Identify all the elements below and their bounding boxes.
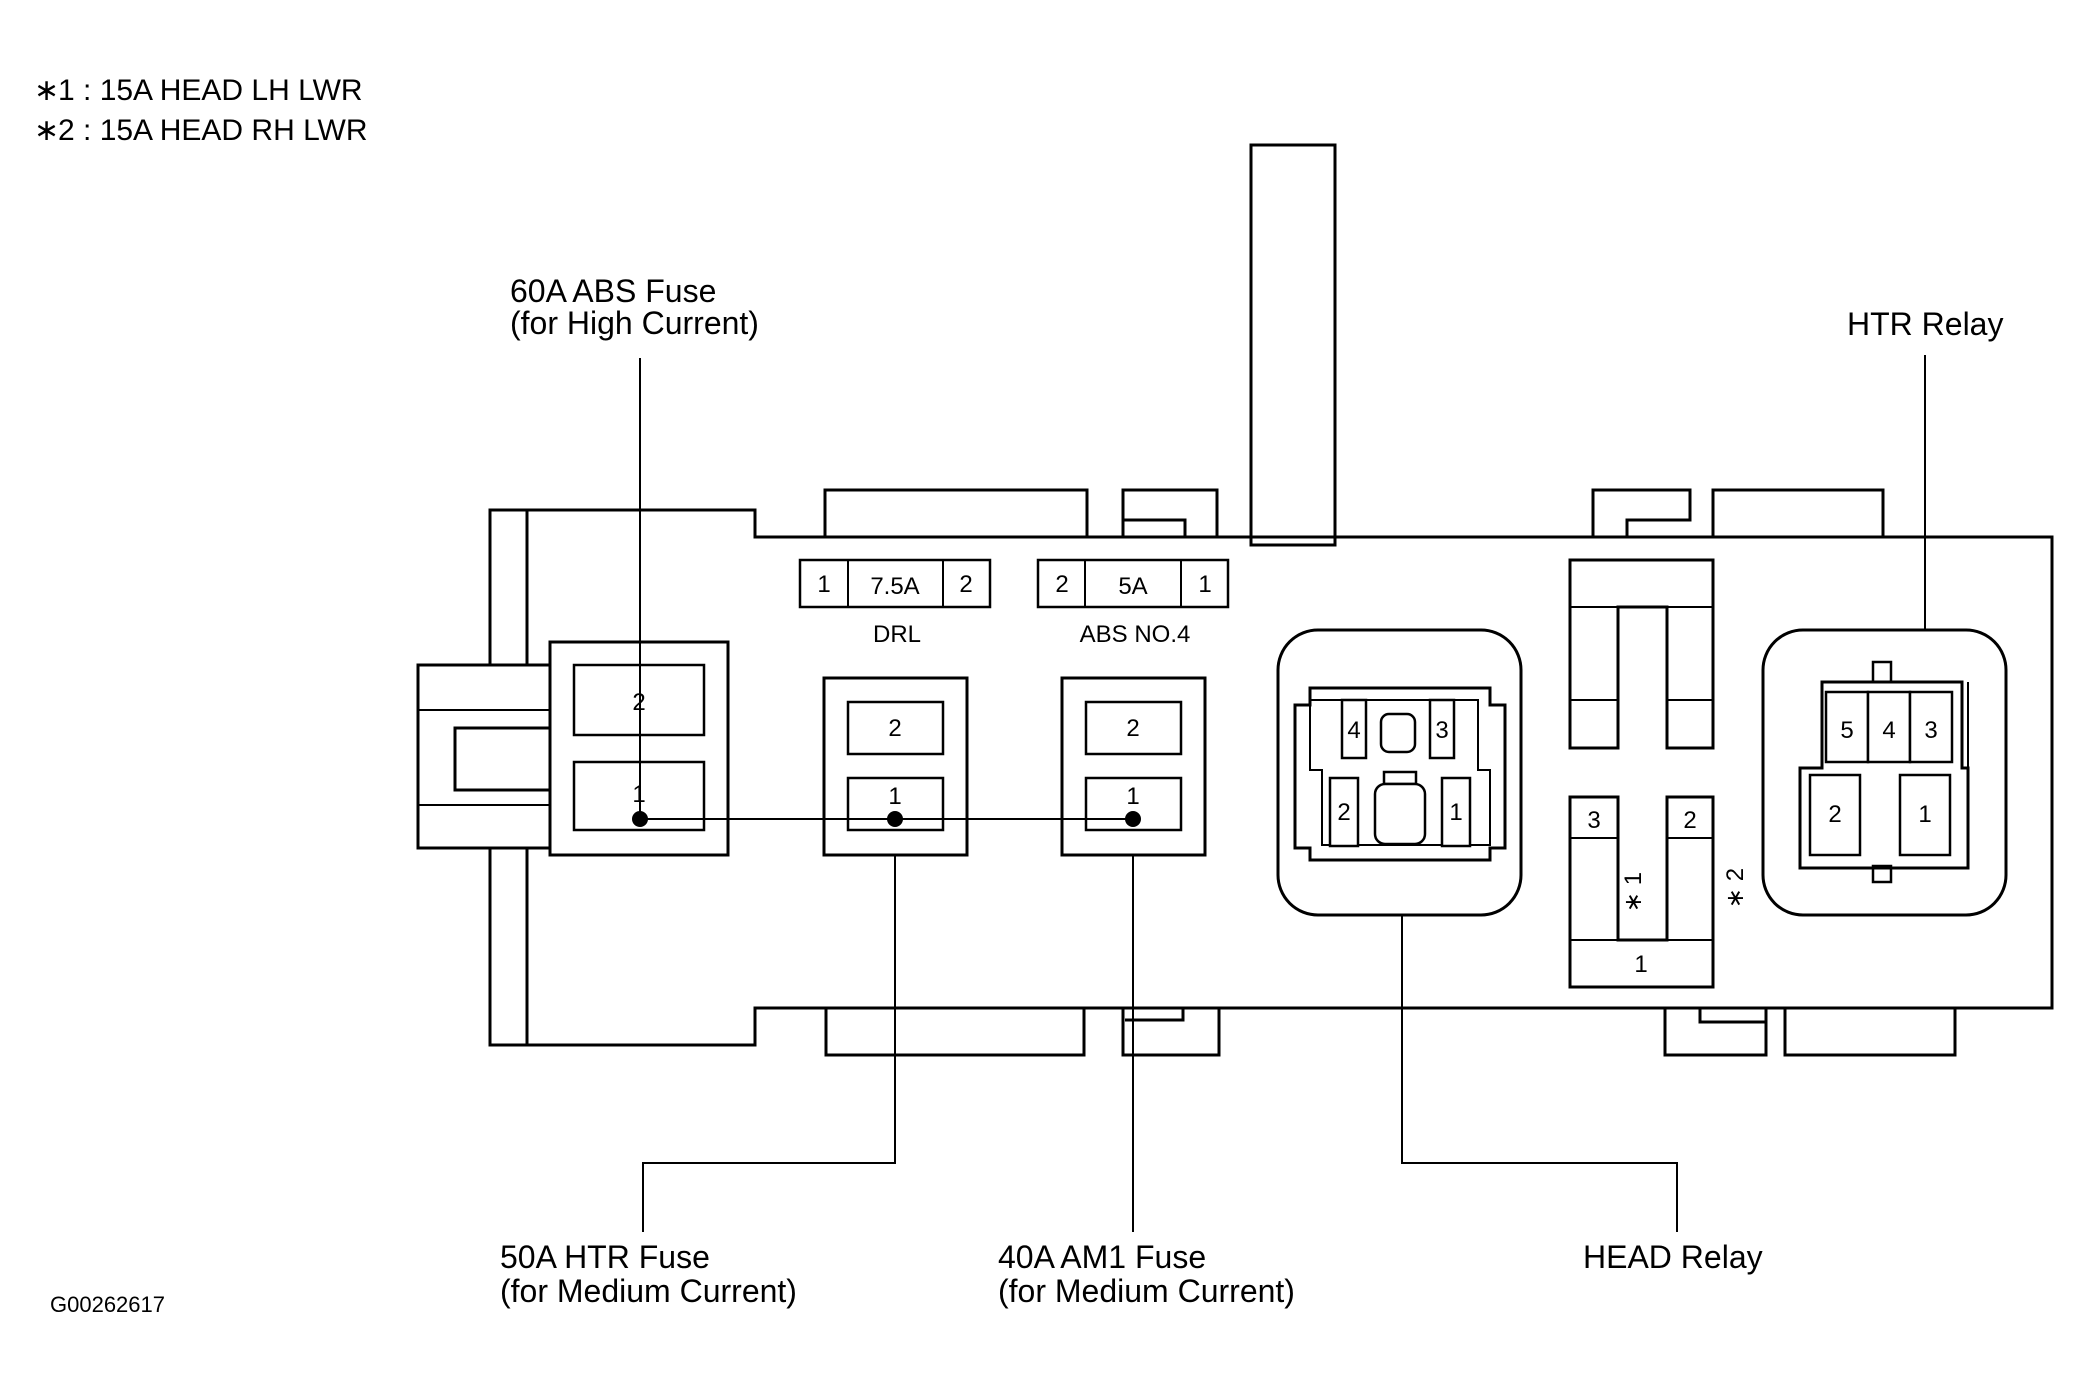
htr-relay: 5 4 3 2 1 [1761, 628, 2008, 917]
head-relay-pin3: 3 [1435, 717, 1448, 744]
abs-no4-rating: 5A [1118, 573, 1147, 600]
top-tab-3 [1591, 488, 1692, 537]
head-relay-latch [1382, 770, 1418, 786]
figure-code: G00262617 [50, 1292, 165, 1317]
bottom-tab-2 [1121, 1008, 1221, 1057]
htr-relay-pin4-box [1866, 690, 1912, 764]
htr-relay-label: HTR Relay [1847, 306, 2003, 342]
abs-no4-label: ABS NO.4 [1080, 621, 1191, 648]
bottom-tab-1 [824, 1006, 1086, 1057]
center-fuse-pin2: 2 [1683, 807, 1696, 834]
head-relay-pin1: 1 [1449, 799, 1462, 826]
drl-pin-left: 1 [817, 571, 830, 598]
am1-fuse-sublabel: (for Medium Current) [998, 1273, 1295, 1309]
center-fuse-upper [1568, 558, 1715, 750]
center-fuse-lower [1568, 795, 1715, 989]
htr-fuse-label: 50A HTR Fuse [500, 1239, 710, 1275]
head-relay-socket [1293, 686, 1507, 862]
abs-no4-body [1036, 558, 1230, 609]
center-fuse-star1: ∗ 1 [1620, 872, 1647, 912]
htr-fuse-pin2: 2 [888, 715, 901, 742]
htr-relay-pin3-box [1908, 690, 1954, 764]
top-tab-4 [1711, 488, 1885, 539]
htr-relay-pin1-box [1898, 773, 1952, 857]
notes: ∗ 1 : 15A HEAD LH LWR ∗ 2 : 15A HEAD RH … [34, 74, 368, 147]
abs-fuse-sublabel: (for High Current) [510, 305, 759, 341]
am1-fuse-label: 40A AM1 Fuse [998, 1239, 1206, 1275]
htr-relay-pin4: 4 [1882, 717, 1895, 744]
head-relay-pin2-box [1328, 776, 1360, 848]
head-relay-center-pin [1373, 782, 1427, 846]
note-2: 2 : 15A HEAD RH LWR [58, 114, 368, 147]
htr-fuse-point [887, 811, 903, 827]
htr-fuse-pin2-box [846, 700, 945, 756]
block-housing [416, 143, 2054, 1057]
note-marker-1: ∗ [34, 74, 59, 107]
callouts: 60A ABS Fuse (for High Current) HTR Rela… [500, 273, 2003, 1309]
head-relay-pin4-box [1340, 698, 1368, 760]
abs-no4-fuse: 2 5A 1 ABS NO.4 [1036, 558, 1230, 648]
am1-fuse-slot: 2 1 [1060, 676, 1207, 857]
am1-fuse-pin1: 1 [1126, 783, 1139, 810]
drl-rating: 7.5A [870, 573, 919, 600]
head-relay-pin2: 2 [1337, 799, 1350, 826]
head-relay-center-key [1379, 712, 1417, 754]
abs-fuse-label: 60A ABS Fuse [510, 273, 716, 309]
drl-fuse: 1 7.5A 2 DRL [798, 558, 992, 648]
htr-relay-top-key [1871, 660, 1893, 684]
left-clip-slot [453, 726, 554, 792]
htr-relay-pin2-box [1808, 773, 1862, 857]
bottom-tab-3 [1663, 1008, 1768, 1057]
center-fuse-block: 3 2 1 ∗ 1 ∗ 2 [1568, 558, 1749, 989]
note-1: 1 : 15A HEAD LH LWR [58, 74, 363, 107]
am1-fuse-pin2: 2 [1126, 715, 1139, 742]
drl-pin-right: 2 [959, 571, 972, 598]
head-relay-label: HEAD Relay [1583, 1239, 1763, 1275]
am1-fuse-pin2-box [1084, 700, 1183, 756]
drl-label: DRL [873, 621, 921, 648]
center-fuse-star2: ∗ 2 [1722, 868, 1749, 908]
head-relay: 4 3 2 1 [1276, 628, 1523, 917]
bottom-tab-4 [1783, 1006, 1957, 1057]
htr-relay-socket [1798, 680, 1970, 870]
htr-relay-bottom-key [1871, 864, 1893, 884]
htr-relay-pin1: 1 [1918, 801, 1931, 828]
abs-no4-pin-right: 1 [1198, 571, 1211, 598]
head-relay-pin1-box [1440, 776, 1472, 848]
center-fuse-pin3: 3 [1587, 807, 1600, 834]
abs-no4-pin-left: 2 [1055, 571, 1068, 598]
htr-relay-pin3: 3 [1924, 717, 1937, 744]
am1-fuse-point [1125, 811, 1141, 827]
leader-lines [639, 355, 1926, 1232]
htr-relay-pin5: 5 [1840, 717, 1853, 744]
top-tab-2 [1121, 488, 1219, 537]
housing-outline [488, 508, 2054, 1047]
htr-relay-pin2: 2 [1828, 801, 1841, 828]
htr-fuse-pin1: 1 [888, 783, 901, 810]
head-relay-pin4: 4 [1347, 717, 1360, 744]
htr-fuse-slot: 2 1 [822, 676, 969, 857]
drl-fuse-body [798, 558, 992, 609]
note-marker-2: ∗ [34, 114, 59, 147]
htr-fuse-sublabel: (for Medium Current) [500, 1273, 797, 1309]
center-fuse-pin1: 1 [1634, 951, 1647, 978]
head-relay-pin3-box [1428, 698, 1456, 760]
tall-tab [1249, 143, 1337, 547]
leader-htr-fuse [642, 855, 896, 1232]
top-tab-1 [823, 488, 1089, 539]
leader-head-relay [1401, 915, 1678, 1232]
